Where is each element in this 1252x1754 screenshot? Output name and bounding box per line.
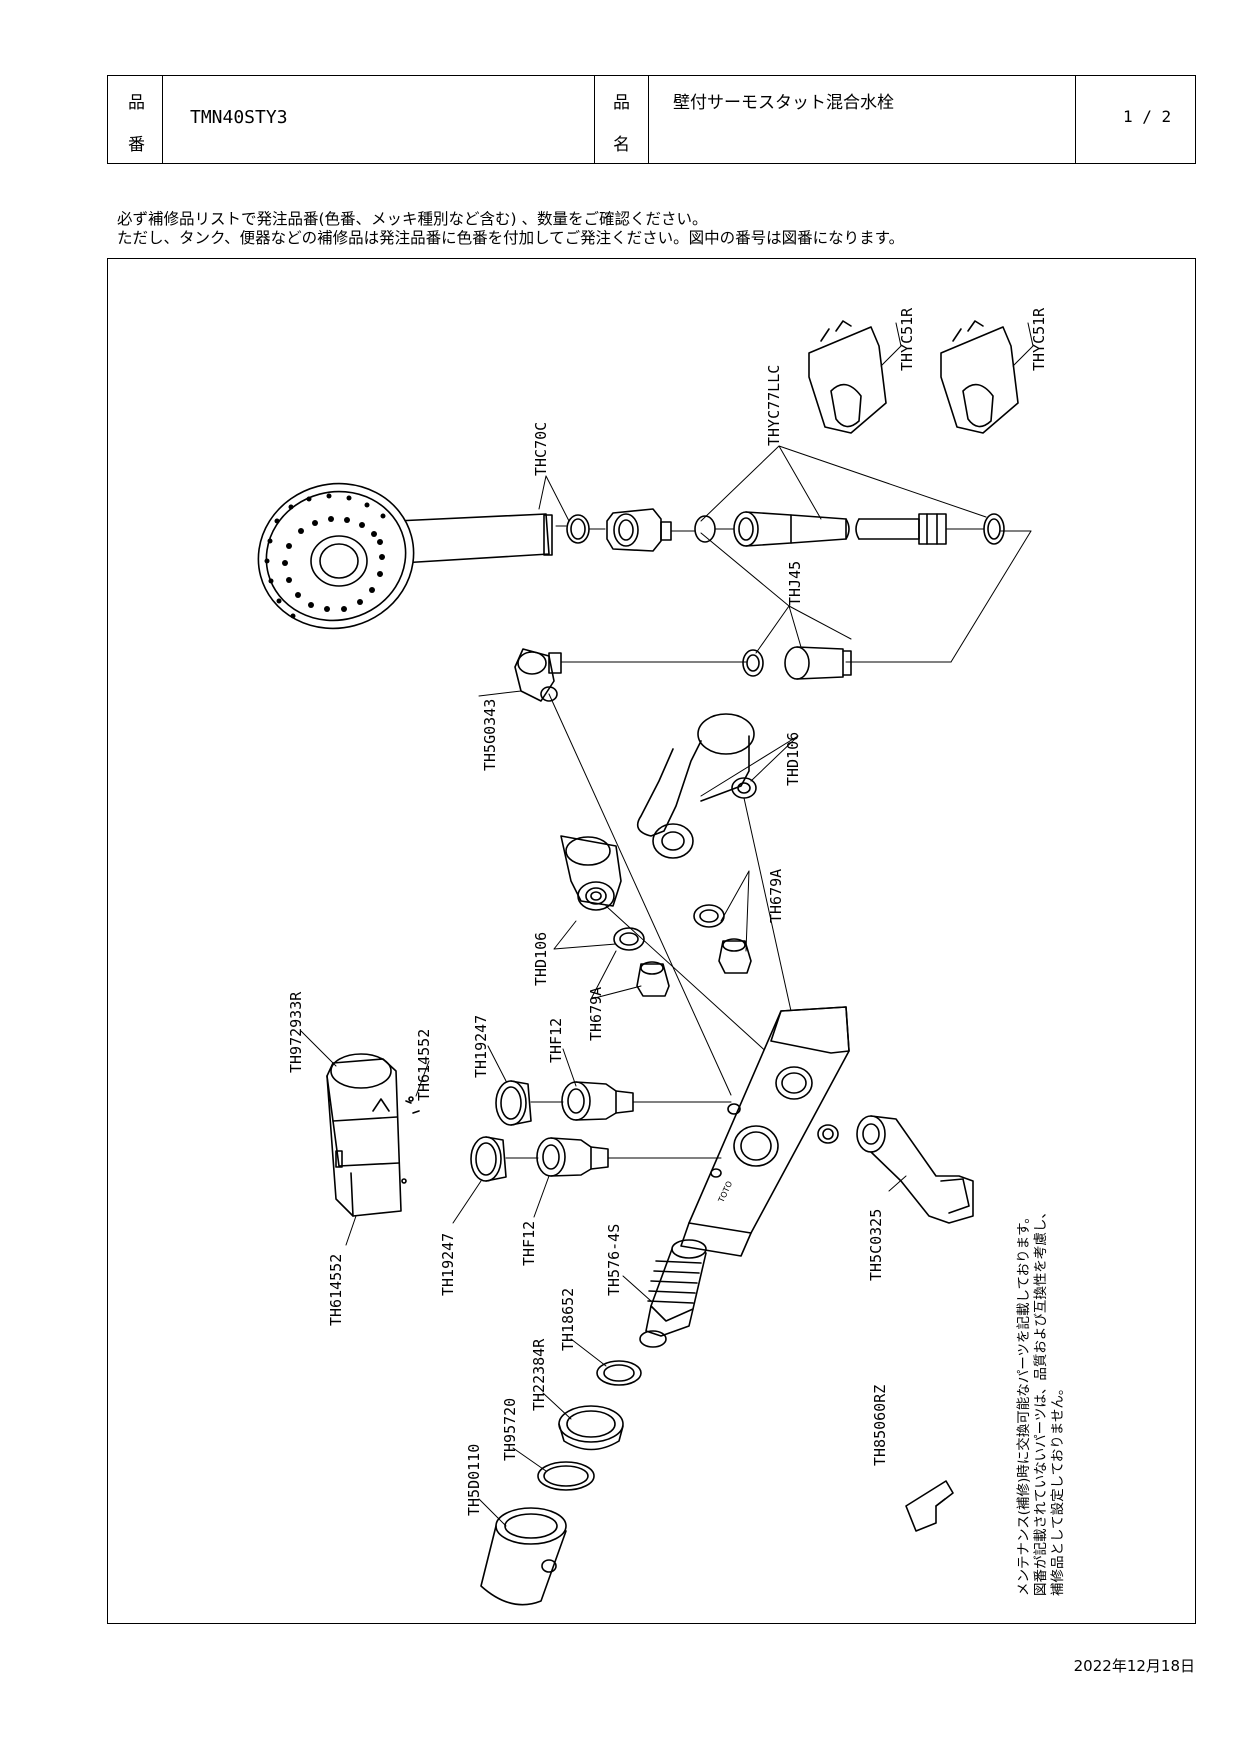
product-number-label: 番 [128,135,145,155]
part-label-th5d0110: TH5D0110 [465,1444,483,1516]
handle-right [636,713,757,859]
header-divider [594,76,595,163]
part-label-th972933r: TH972933R [287,991,305,1073]
part-label-th85060rz: TH85060RZ [871,1385,889,1466]
part-label-th679a: TH679A [767,869,785,923]
part-label-thf12: THF12 [520,1221,538,1266]
decorative-cover [326,1053,420,1217]
part-label-thd106: THD106 [784,732,802,786]
leader-lines [300,322,1034,1527]
part-label-th5c0325: TH5C0325 [867,1209,885,1281]
part-label-thyc77llc: THYC77LLC [765,365,783,446]
notice-text: 必ず補修品リストで発注品番(色番、メッキ種別など含む) 、数量をご確認ください。… [117,210,904,248]
cap [636,961,670,997]
part-label-th614552: TH614552 [415,1029,433,1101]
maintenance-note-line: 補修品として設定しておりません。 [1050,1382,1066,1596]
adjusting-key [905,1480,954,1532]
part-label-th614552: TH614552 [327,1254,345,1326]
part-label-th5g0343: TH5G0343 [481,699,499,771]
hose-nut [606,508,672,552]
document-date: 2022年12月18日 [1073,1657,1195,1675]
maintenance-note-line: メンテナンス(補修)時に交換可能なパーツを記載しております。 [1015,1210,1032,1596]
stop-ring [558,1405,624,1451]
product-name: 壁付サーモスタット混合水栓 [673,93,894,113]
part-label-th679a: TH679A [587,987,605,1041]
header-table: 品 番 TMN40STY3 品 名 壁付サーモスタット混合水栓 1 / 2 [107,75,1196,164]
part-label-th22384r: TH22384R [530,1338,548,1411]
washer [613,927,645,951]
part-label-th18652: TH18652 [559,1288,577,1351]
filter [536,1137,609,1177]
product-name-label: 名 [613,135,630,155]
product-number-label: 品 [128,93,145,113]
part-label-thyc51r: THYC51R [1030,307,1048,371]
check-valve-cap [495,1080,532,1126]
diagram-frame: TOTO [107,258,1196,1624]
faucet-body [680,1006,850,1257]
header-divider [162,76,163,163]
part-label-th95720: TH95720 [501,1398,519,1461]
adjusting-ring [596,1360,642,1386]
header-divider [1075,76,1076,163]
part-label-thyc51r: THYC51R [898,307,916,371]
cartridge [639,1239,707,1348]
shower-head [257,482,553,630]
header-divider [648,76,649,163]
washer [694,515,716,543]
cap [718,938,752,974]
product-name-label: 品 [613,93,630,113]
check-valve-cap [470,1136,507,1182]
shower-outlet-elbow [856,1115,974,1224]
handle-left [560,835,622,911]
temperature-handle [480,1507,567,1606]
notice-line: ただし、タンク、便器などの補修品は発注品番に色番を付加してご発注ください。図中の… [117,229,905,247]
maintenance-note-line: 図番が記載されていないパーツは、品質および互換性を考慮し、 [1032,1205,1049,1596]
shower-hose [733,511,947,547]
wall-holder [808,320,887,434]
page-number: 1 / 2 [1123,107,1172,126]
hose-adaptor [784,646,852,680]
part-label-thd106: THD106 [532,932,550,986]
filter [561,1081,634,1121]
notice-line: 必ず補修品リストで発注品番(色番、メッキ種別など含む) 、数量をご確認ください。 [117,210,708,228]
part-label-th19247: TH19247 [439,1233,457,1296]
part-label-th576-4s: TH576-4S [605,1224,623,1296]
part-label-th19247: TH19247 [472,1015,490,1078]
part-label-thj45: THJ45 [786,561,804,606]
part-label-thc70c: THC70C [532,422,550,476]
elbow-adaptor [514,648,562,702]
washer [693,904,725,928]
wall-holder [940,320,1019,434]
washer [742,649,764,677]
o-ring [537,1461,595,1491]
product-number: TMN40STY3 [190,107,288,128]
exploded-parts-diagram: TOTO [257,307,1066,1606]
part-label-thf12: THF12 [547,1018,565,1063]
